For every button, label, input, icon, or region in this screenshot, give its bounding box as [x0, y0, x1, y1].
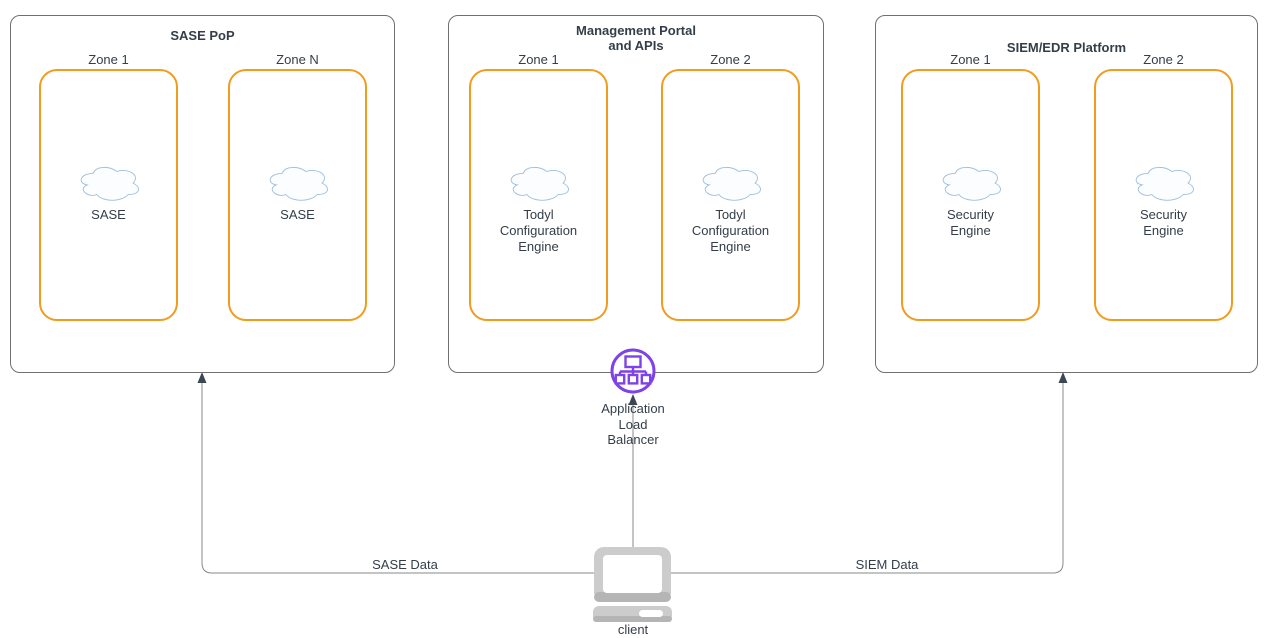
- zone-box: Todyl Configuration Engine: [469, 69, 608, 321]
- zone-label: Zone 1: [518, 52, 559, 67]
- zone-2: Zone 2 Todyl Configuration Engine: [661, 52, 800, 321]
- cloud-icon: [80, 166, 139, 201]
- zone-box: Todyl Configuration Engine: [661, 69, 800, 321]
- zone-label: Zone 1: [88, 52, 129, 67]
- zone-box: SASE: [228, 69, 367, 321]
- cloud-icon: [1135, 166, 1194, 201]
- client-computer-icon: [593, 547, 672, 622]
- zone-label: Zone 2: [1143, 52, 1184, 67]
- zone-1: Zone 1 Todyl Configuration Engine: [469, 52, 608, 321]
- siem-data-edge: [671, 372, 1068, 574]
- arrowhead-up: [197, 372, 207, 383]
- zone-label: Zone N: [276, 52, 319, 67]
- cloud-icon: [510, 166, 569, 201]
- panel-title: Management Portal and APIs: [576, 23, 696, 53]
- application-load-balancer: [609, 347, 657, 395]
- zone-2: Zone 2 Security Engine: [1094, 52, 1233, 321]
- zone-label: Zone 1: [950, 52, 991, 67]
- node-label: SASE: [280, 207, 315, 222]
- zone-box: Security Engine: [1094, 69, 1233, 321]
- load-balancer-icon: [610, 348, 656, 394]
- zone-box: Security Engine: [901, 69, 1040, 321]
- sase-data-edge: [197, 372, 597, 574]
- zone-1: Zone 1 SASE: [39, 52, 178, 321]
- zone-box: SASE: [39, 69, 178, 321]
- client-node: [593, 546, 673, 622]
- panel-title: SIEM/EDR Platform: [1006, 40, 1127, 55]
- zone-1: Zone 1 Security Engine: [901, 52, 1040, 321]
- cloud-icon: [269, 166, 328, 201]
- cloud-icon: [942, 166, 1001, 201]
- zone-label: Zone 2: [710, 52, 751, 67]
- sase-data-edge-label: SASE Data: [372, 557, 438, 572]
- node-label: Security Engine: [947, 207, 994, 238]
- panel-title: SASE PoP: [170, 28, 235, 43]
- node-label: SASE: [91, 207, 126, 222]
- management-portal-panel: Management Portal and APIs Zone 1 Todyl …: [448, 15, 824, 373]
- sase-pop-panel: SASE PoP Zone 1 SASE Zone N SASE: [10, 15, 395, 373]
- cloud-icon: [702, 166, 761, 201]
- client-label: client: [617, 622, 649, 637]
- node-label: Todyl Configuration Engine: [691, 207, 770, 254]
- zone-n: Zone N SASE: [228, 52, 367, 321]
- siem-data-edge-label: SIEM Data: [855, 557, 919, 572]
- arrowhead-up: [1058, 372, 1068, 383]
- node-label: Todyl Configuration Engine: [499, 207, 578, 254]
- load-balancer-label: Application Load Balancer: [601, 401, 665, 447]
- node-label: Security Engine: [1140, 207, 1187, 238]
- siem-edr-panel: SIEM/EDR Platform Zone 1 Security Engine…: [875, 15, 1258, 373]
